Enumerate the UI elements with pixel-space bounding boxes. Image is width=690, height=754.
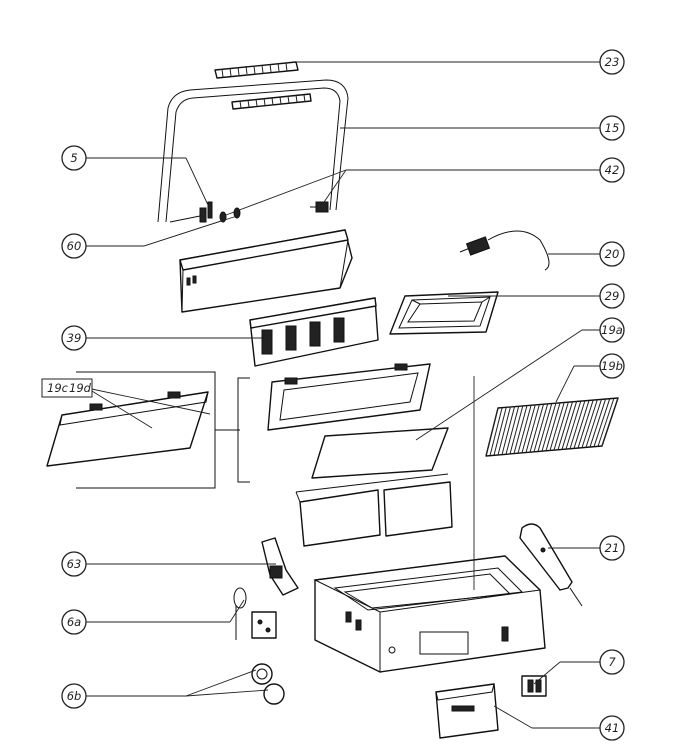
callout-39: 39	[61, 325, 87, 351]
groove-line	[521, 404, 536, 454]
svg-text:21: 21	[605, 541, 620, 555]
part-19a-flat-plate	[311, 427, 449, 479]
groove-line	[565, 400, 582, 450]
part-20-power-cord	[459, 230, 550, 271]
callout-19b: 19b	[599, 353, 625, 379]
callout-21: 21	[599, 535, 625, 561]
part-6a-thermostat	[233, 587, 277, 640]
bracket-middle	[237, 377, 250, 483]
callout-5: 5	[61, 145, 87, 171]
base-housing	[313, 555, 546, 673]
part-21-probe	[519, 523, 583, 607]
groove-line	[485, 407, 499, 457]
part-39-heating-plate	[249, 297, 379, 367]
groove-line	[569, 400, 586, 449]
svg-text:29: 29	[605, 289, 620, 303]
groove-line	[529, 404, 544, 453]
groove-line	[549, 402, 565, 451]
svg-text:41: 41	[605, 721, 620, 735]
groove-line	[501, 406, 516, 455]
leader-lines	[86, 61, 600, 729]
callout-7: 7	[599, 649, 625, 675]
callout-42: 42	[599, 157, 625, 183]
groove-line	[597, 398, 615, 447]
callout-29: 29	[599, 283, 625, 309]
svg-text:15: 15	[605, 121, 620, 135]
part-42-hinge-bolt	[310, 201, 329, 213]
groove-line	[561, 401, 578, 450]
callout-20: 20	[599, 241, 625, 267]
part-7-switch	[521, 675, 547, 697]
label-19d: 19d	[69, 381, 92, 395]
callout-60: 60	[61, 233, 87, 259]
label-19c: 19c	[47, 381, 69, 395]
callout-41: 41	[599, 715, 625, 741]
svg-text:63: 63	[67, 557, 82, 571]
part-41-drip-tray	[435, 683, 499, 739]
callout-19a: 19a	[599, 317, 625, 343]
bracket-left	[76, 371, 240, 489]
callout-6b: 6b	[61, 683, 87, 709]
lower-frame	[267, 363, 431, 431]
groove-line	[541, 403, 557, 452]
groove-line	[553, 401, 569, 451]
part-6b-knob	[251, 663, 285, 705]
groove-line	[593, 398, 611, 447]
svg-text:20: 20	[605, 247, 620, 261]
svg-text:19b: 19b	[601, 359, 623, 373]
groove-line	[509, 405, 524, 455]
groove-line	[573, 400, 590, 449]
upper-housing-box	[179, 229, 353, 313]
part-63-bracket	[261, 537, 299, 596]
groove-line	[493, 407, 507, 456]
svg-text:42: 42	[605, 163, 620, 177]
svg-text:60: 60	[67, 239, 82, 253]
groove-line	[589, 398, 607, 448]
callout-19c-19d: 19c 19d	[41, 378, 93, 398]
part-19b-grooved-plate	[485, 397, 619, 457]
groove-line	[585, 399, 602, 448]
groove-line	[505, 406, 520, 455]
part-23-handle-grip	[214, 61, 299, 79]
groove-line	[545, 402, 561, 451]
part-5-hinge-pin	[169, 201, 213, 223]
callout-6a: 6a	[61, 609, 87, 635]
groove-line	[517, 405, 532, 454]
svg-text:19a: 19a	[601, 323, 623, 337]
svg-text:6b: 6b	[67, 689, 82, 703]
part-19c-lid-plate	[46, 391, 209, 467]
groove-line	[601, 397, 619, 447]
groove-line	[537, 403, 553, 452]
groove-line	[489, 407, 503, 456]
svg-text:23: 23	[605, 55, 620, 69]
svg-text:5: 5	[70, 151, 77, 165]
part-29-heating-coil	[389, 291, 499, 335]
part-15-handle-frame	[157, 79, 349, 223]
groove-line	[557, 401, 573, 450]
svg-text:6a: 6a	[67, 615, 81, 629]
groove-line	[533, 403, 549, 452]
callout-63: 63	[61, 551, 87, 577]
groove-line	[581, 399, 598, 448]
callout-23: 23	[599, 49, 625, 75]
groove-line	[497, 406, 511, 456]
groove-line	[577, 399, 594, 449]
groove-line	[525, 404, 540, 453]
svg-text:7: 7	[608, 655, 616, 669]
svg-text:39: 39	[67, 331, 82, 345]
side-covers	[295, 473, 453, 547]
callout-15: 15	[599, 115, 625, 141]
groove-line	[513, 405, 528, 454]
